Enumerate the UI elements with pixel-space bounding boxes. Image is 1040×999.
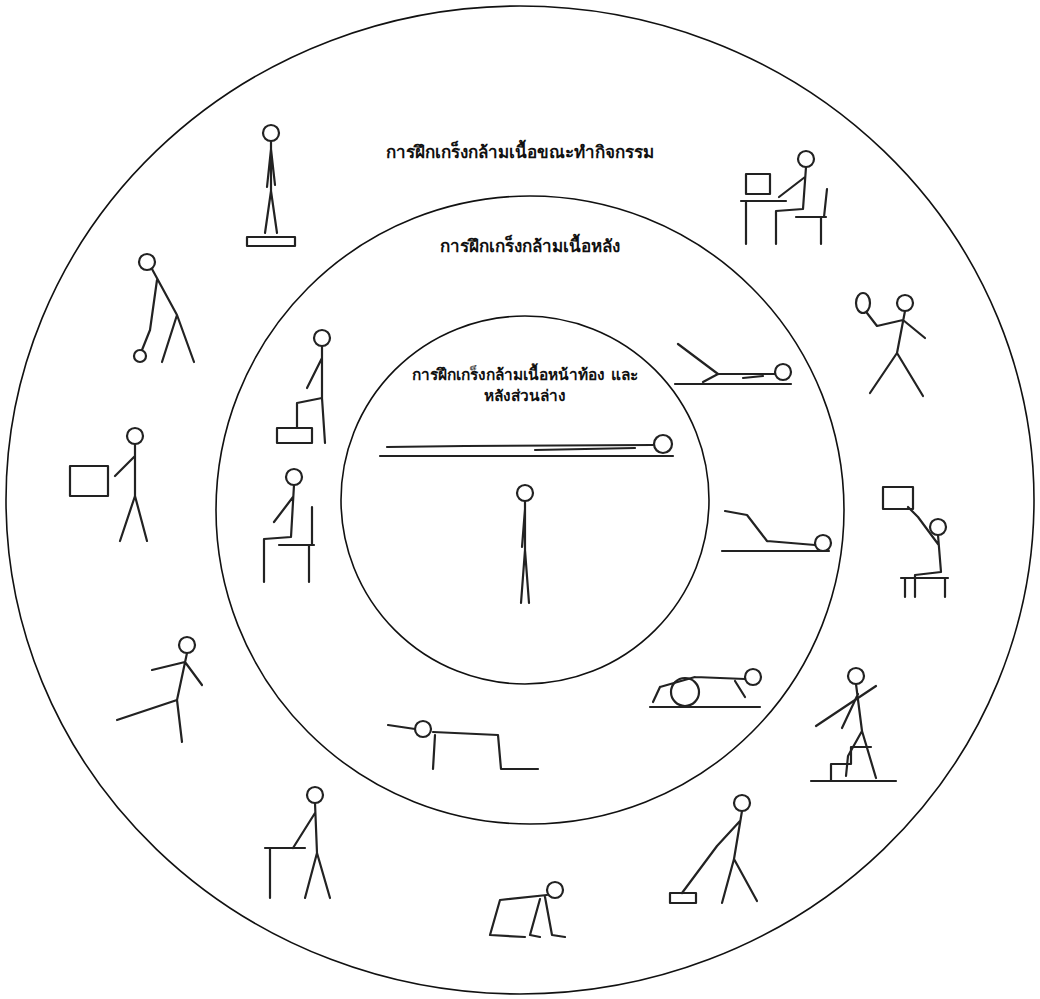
bridge-figure (722, 511, 831, 551)
shelf-figure (883, 487, 948, 597)
ring-line (341, 316, 709, 684)
sitting-figure (264, 469, 314, 582)
computer-figure (741, 151, 827, 244)
lying-figure (380, 435, 673, 456)
kicking-figure (117, 637, 202, 742)
ring-line (216, 196, 844, 824)
ring-region: การฝึกเกร็งกล้ามเนื้อหน้าท้อง และหลังส่ว… (340, 315, 710, 685)
ring-title: การฝึกเกร็งกล้ามเนื้อหลัง (440, 235, 620, 258)
ring-title: การฝึกเกร็งกล้ามเนื้อขณะทำกิจกรรม (386, 141, 654, 164)
stairs-figure (811, 668, 896, 781)
vacuum-figure (670, 795, 757, 903)
quadruped-figure (388, 721, 538, 769)
table-figure (265, 787, 330, 898)
ring-line (6, 6, 1034, 994)
carrying-figure (70, 428, 147, 541)
step-figure (277, 330, 330, 443)
standing-figure (247, 125, 295, 246)
crawling-figure (490, 882, 565, 937)
lifting-figure (134, 254, 194, 362)
ring-title: การฝึกเกร็งกล้ามเนื้อหน้าท้อง และหลังส่ว… (400, 365, 650, 407)
leg-raise-figure (675, 344, 791, 384)
tennis-figure (856, 293, 925, 396)
upright-figure (517, 485, 533, 603)
ball-figure (650, 669, 761, 707)
ring-region: การฝึกเกร็งกล้ามเนื้อขณะทำกิจกรรมการฝึกเ… (5, 5, 1035, 995)
ring-region: การฝึกเกร็งกล้ามเนื้อหลังการฝึกเกร็งกล้า… (215, 195, 845, 825)
ring-outline (215, 195, 845, 825)
